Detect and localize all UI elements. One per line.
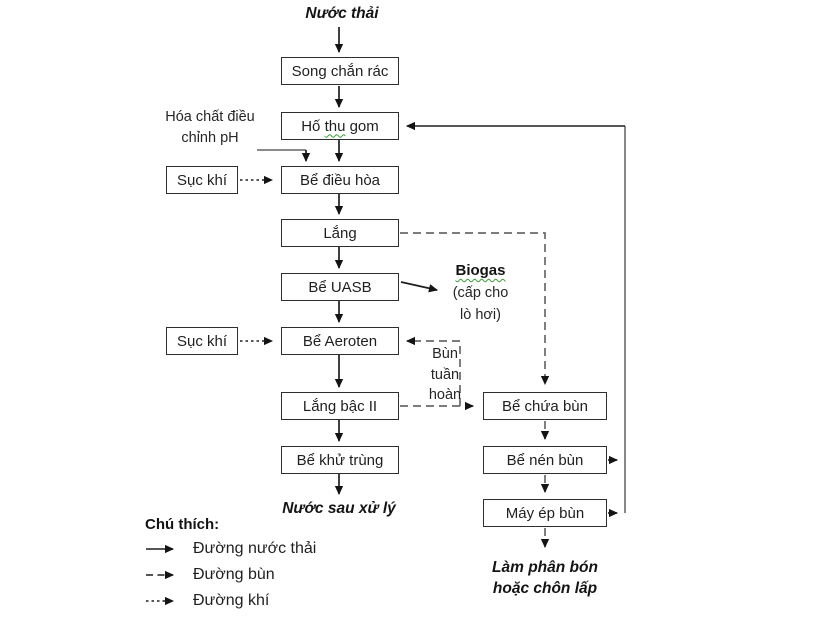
legend-item-label: Đường nước thải (193, 540, 317, 557)
node-sludge-press: Máy ép bùn (483, 499, 607, 527)
collection-pit-text-post: gom (345, 117, 379, 135)
sludge-line-settling-storage (400, 232, 550, 386)
recirculation-line2: tuần (430, 366, 460, 383)
aeration-box-1: Sục khí (166, 166, 238, 194)
legend-solid-arrow-icon (146, 544, 175, 554)
chemical-dosing-line1: Hóa chất điều (165, 109, 255, 125)
disposal-label: Làm phân bón hoặc chôn lấp (481, 557, 609, 599)
sludge-recirculation-line (405, 336, 461, 406)
chemical-dosing-label: Hóa chất điều chỉnh pH (148, 107, 272, 149)
legend-dotted-arrow-icon (146, 596, 175, 606)
legend-item-sludge: Đường bùn (145, 566, 275, 584)
wastewater-flow-arrows (334, 27, 439, 496)
chemical-dosing-connector (257, 149, 311, 163)
air-lines (240, 175, 274, 346)
biogas-note-line1: (cấp cho (452, 285, 509, 301)
legend-item-air: Đường khí (145, 592, 269, 610)
effluent-label: Nước sau xử lý (282, 500, 396, 517)
node-sludge-storage: Bể chứa bùn (483, 392, 607, 420)
recirculation-label: Bùn tuần hoàn (424, 344, 466, 406)
node-aeroten-tank: Bể Aeroten (281, 327, 399, 355)
node-bar-screen: Song chắn rác (281, 57, 399, 85)
aeration-box-2: Sục khí (166, 327, 238, 355)
disposal-line1: Làm phân bón (492, 559, 598, 576)
node-sludge-thickener: Bể nén bùn (483, 446, 607, 474)
disposal-line2: hoặc chôn lấp (492, 580, 598, 597)
node-collection-pit: Hố thu gom (281, 112, 399, 140)
recirculation-line3: hoàn (428, 387, 462, 403)
node-secondary-settling: Lắng bậc II (281, 392, 399, 420)
collection-pit-text-pre: Hố (301, 117, 325, 135)
biogas-label: Biogas (cấp cho lò hơi) (433, 260, 528, 326)
legend-item-wastewater: Đường nước thải (145, 540, 316, 558)
recirculation-line1: Bùn (432, 346, 458, 362)
collection-pit-text-spellcheck: thu (324, 117, 346, 135)
biogas-note-line2: lò hơi) (460, 307, 501, 323)
biogas-title: Biogas (455, 262, 506, 279)
legend-title: Chú thích: (145, 516, 220, 533)
sludge-lines (400, 232, 550, 549)
node-settling-tank: Lắng (281, 219, 399, 247)
arrow-uasb-biogas (400, 281, 439, 293)
chemical-dosing-line2: chỉnh pH (181, 130, 239, 146)
node-uasb-tank: Bể UASB (281, 273, 399, 301)
legend-dashed-arrow-icon (146, 570, 175, 580)
influent-label: Nước thải (305, 5, 379, 22)
return-line (405, 121, 626, 518)
node-equalization-tank: Bể điều hòa (281, 166, 399, 194)
legend-item-label: Đường khí (193, 592, 270, 609)
node-disinfection-tank: Bể khử trùng (281, 446, 399, 474)
legend-item-label: Đường bùn (193, 566, 275, 583)
